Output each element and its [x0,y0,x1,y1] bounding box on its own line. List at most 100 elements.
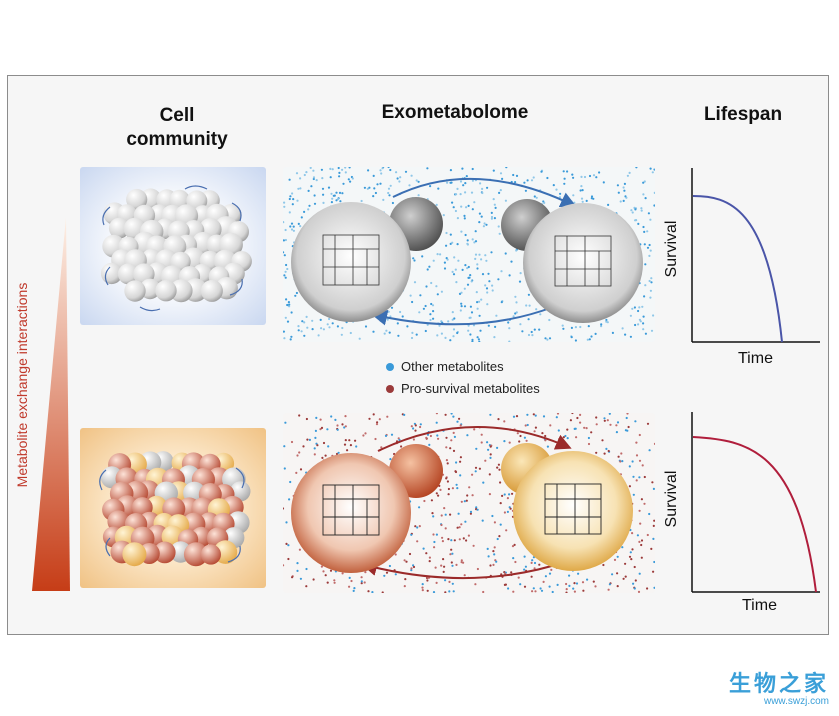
metabolite-dot [336,198,340,201]
metabolite-dot [637,590,641,593]
metabolite-dot [583,175,587,179]
metabolite-dot [460,305,463,308]
metabolite-dot [322,328,325,331]
metabolite-dot [506,497,509,500]
metabolite-dot [397,334,400,337]
metabolite-dot [308,204,311,207]
metabolite-dot [435,203,438,206]
metabolite-dot [633,565,636,569]
metabolite-dot [426,579,429,582]
metabolite-dot [512,557,515,560]
metabolite-dot [463,305,467,308]
cell-sphere [117,263,139,285]
metabolite-dot [428,560,431,563]
metabolite-dot [653,168,655,171]
metabolite-dot [442,570,445,573]
metabolite-dot [442,558,445,561]
metabolite-dot [478,221,481,224]
metabolite-dot [499,523,502,526]
metabolite-dot [474,583,477,586]
metabolite-dot [515,249,518,252]
metabolite-dot [481,519,484,522]
metabolite-dot [505,167,508,169]
metabolite-dot [527,293,530,296]
metabolite-dot [311,328,314,331]
metabolite-dot [305,171,308,174]
metabolite-dot [490,251,493,254]
metabolite-dot [463,574,466,577]
metabolite-dot [476,567,479,571]
metabolite-dot [290,335,293,338]
metabolite-dot [418,311,421,314]
metabolite-dot [449,447,452,450]
metabolite-dot [532,413,535,416]
metabolite-dot [632,582,635,585]
metabolite-dot [484,254,487,257]
metabolite-dot [411,331,414,334]
metabolite-dot [548,572,552,575]
metabolite-dot [294,294,297,297]
metabolite-dot [389,458,392,461]
metabolite-dot [497,463,500,466]
metabolite-dot [463,287,466,290]
metabolite-dot [508,340,511,342]
metabolite-dot [471,494,474,497]
metabolite-dot [412,427,415,430]
metabolite-dot [515,415,519,418]
metabolite-dot [480,258,483,261]
metabolite-dot [565,582,568,586]
metabolite-dot [415,333,418,336]
metabolite-dot [418,525,421,528]
metabolite-dot [312,176,316,179]
metabolite-dot [642,315,645,318]
metabolite-dot [530,179,534,182]
metabolite-dot [576,416,579,420]
metabolite-dot [464,520,467,523]
metabolite-dot [512,173,515,177]
metabolite-dot [592,174,596,177]
metabolite-dot [291,203,294,206]
metabolite-dot [526,179,529,182]
header-exometabolome: Exometabolome [381,102,529,123]
metabolite-dot [646,422,650,425]
metabolite-dot [300,216,303,219]
metabolite-dot [492,550,495,553]
metabolite-dot [452,431,455,434]
metabolite-dot [344,171,347,174]
metabolite-dot [389,184,392,187]
metabolite-dot [544,337,547,340]
metabolite-dot [372,174,375,177]
metabolite-dot [627,425,630,429]
metabolite-dot [559,192,562,195]
metabolite-dot [532,587,535,590]
metabolite-dot [635,167,638,169]
metabolite-dot [653,519,655,522]
metabolite-dot [533,567,536,570]
metabolite-dot [646,587,649,590]
cell-community-panel-top [80,167,266,325]
metabolite-dot [606,321,609,324]
metabolite-dot [566,437,569,440]
metabolite-dot [383,574,386,577]
metabolite-dot [403,413,406,416]
metabolite-dot [467,204,470,207]
metabolite-dot [430,499,433,502]
metabolite-dot [412,564,415,567]
metabolite-dot [319,418,322,421]
metabolite-dot [297,187,300,190]
metabolite-dot [296,562,299,565]
metabolite-dot [459,180,463,183]
metabolite-dot [652,537,655,540]
metabolite-dot [307,189,310,192]
metabolite-dot [432,515,435,518]
metabolite-dot [444,591,447,593]
metabolite-dot [603,452,606,455]
metabolite-dot [508,327,511,330]
metabolite-dot [468,486,471,489]
metabolite-dot [466,434,469,437]
metabolite-dot [555,188,558,191]
metabolite-dot [470,311,474,314]
metabolite-dot [289,195,292,198]
metabolite-dot [450,548,453,551]
metabolite-dot [476,267,479,270]
